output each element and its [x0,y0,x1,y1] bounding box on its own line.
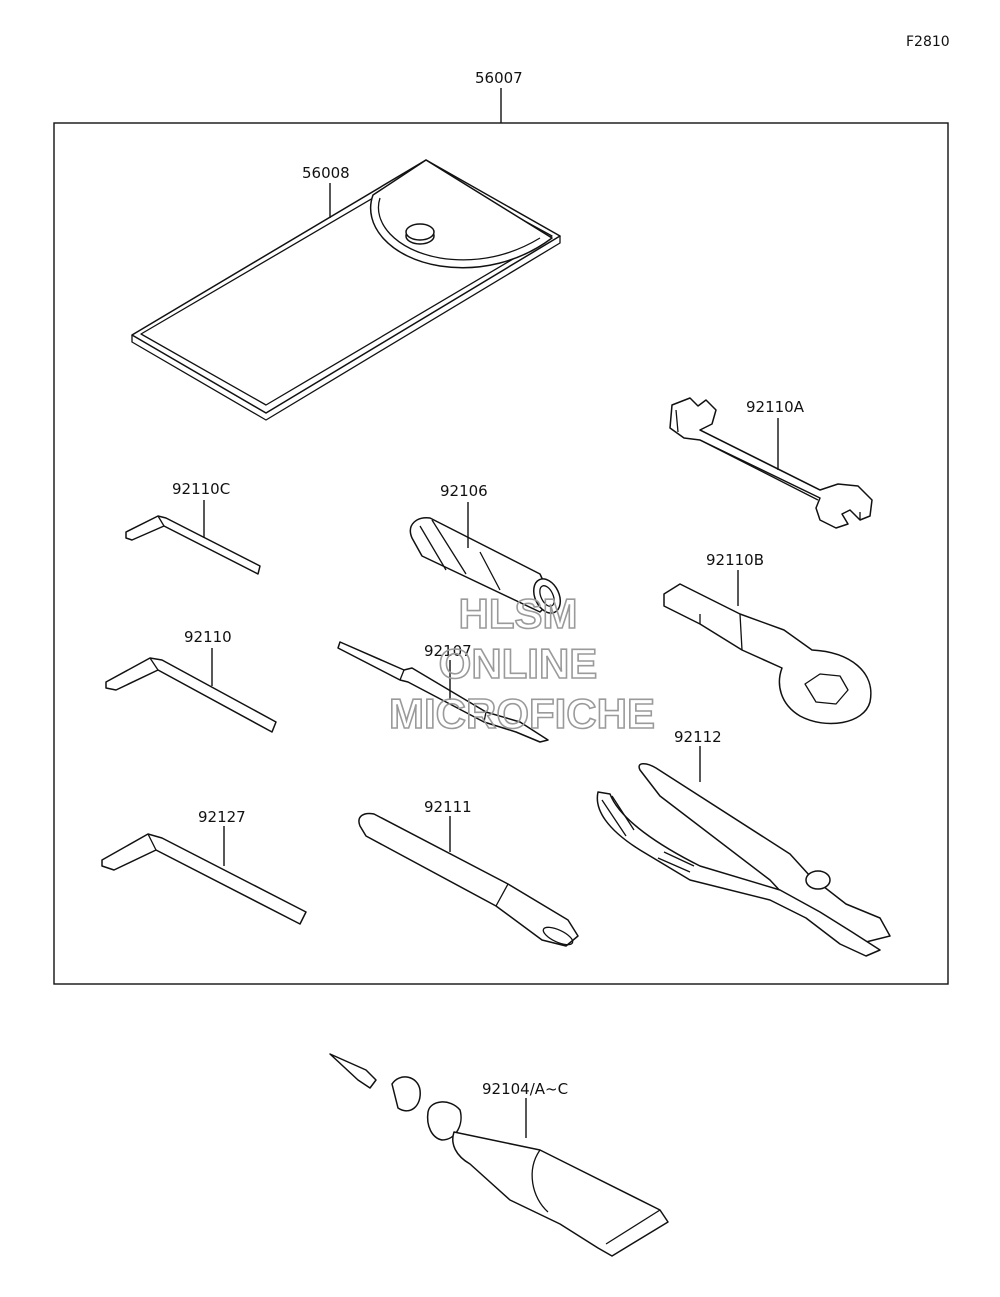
handle-bar-drawing [358,812,579,947]
label-hex-small[interactable]: 92110C [172,480,230,498]
label-repair-tube[interactable]: 92104/A~C [482,1080,568,1098]
ring-wrench-drawing [663,583,872,725]
watermark-line-2: ONLINE [439,640,598,687]
tool-case-drawing [131,159,561,421]
label-wrench-open[interactable]: 92110A [746,398,805,416]
label-wrench-ring[interactable]: 92110B [706,551,764,569]
label-case[interactable]: 56008 [302,164,350,182]
label-pliers[interactable]: 92112 [674,728,722,746]
label-handle-bar[interactable]: 92111 [424,798,472,816]
screwdriver-drawing [337,641,549,743]
label-hex-large[interactable]: 92127 [198,808,246,826]
label-kit[interactable]: 56007 [475,69,523,87]
repair-tube-drawing [329,1053,669,1257]
watermark-line-1: HLSM [459,590,578,637]
figure-id: F2810 [906,34,950,50]
socket-tool-drawing [409,516,562,614]
label-screwdriver[interactable]: 92107 [424,642,472,660]
medium-hex-key-drawing [105,657,277,733]
label-hex-medium[interactable]: 92110 [184,628,232,646]
pliers-drawing [596,763,891,957]
watermark-line-3: MICROFICHE [389,690,655,737]
large-hex-key-drawing [101,833,307,925]
small-hex-key-drawing [125,515,261,575]
open-end-wrench-drawing [669,397,873,529]
label-socket[interactable]: 92106 [440,482,488,500]
